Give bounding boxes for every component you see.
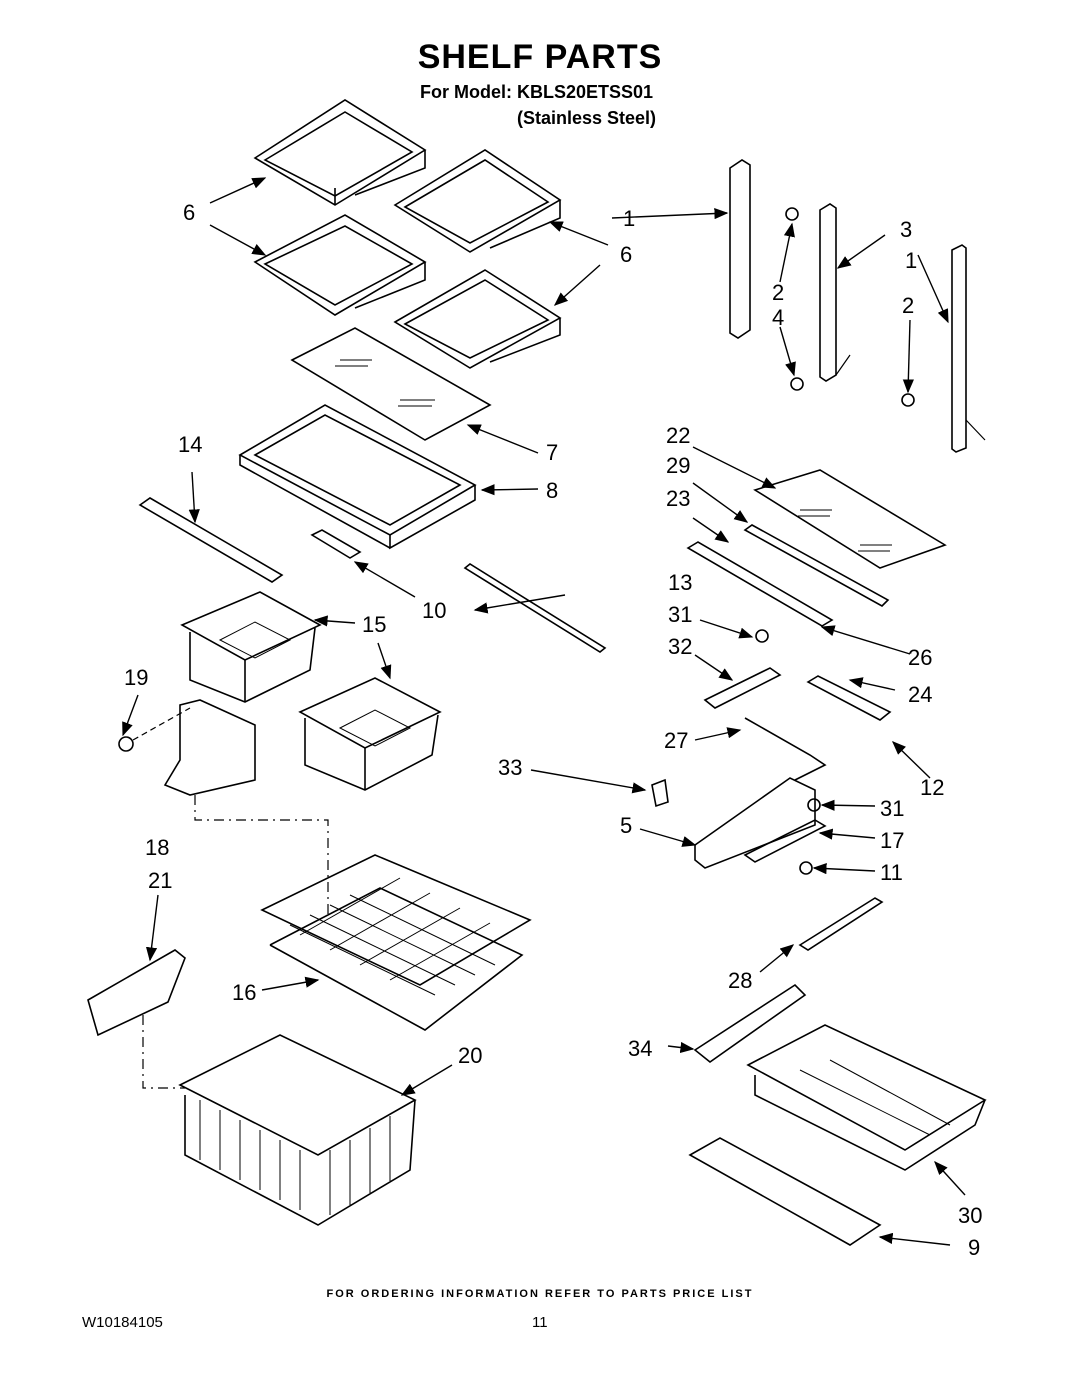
callout-label: 21 [148, 868, 172, 893]
divider-21 [87, 949, 186, 1037]
callout-label: 34 [628, 1036, 652, 1061]
leader-lines [122, 177, 966, 1246]
callout-label: 14 [178, 432, 202, 457]
clip-33 [651, 778, 669, 808]
rail-left [729, 159, 751, 339]
callout-label: 32 [668, 634, 692, 659]
glass-shelf-22 [753, 469, 947, 569]
callout-label: 9 [968, 1235, 980, 1260]
page-title: SHELF PARTS [417, 38, 663, 76]
page-number: 11 [532, 1314, 548, 1331]
callout-label: 8 [546, 478, 558, 503]
divider-rail [138, 497, 284, 583]
rod-28 [798, 897, 884, 951]
bin-end [163, 699, 256, 796]
finish-line: (Stainless Steel) [517, 108, 657, 128]
callout-label: 3 [900, 217, 912, 242]
callout-label: 5 [620, 813, 632, 838]
bracket-32 [703, 667, 782, 709]
callout-label: 16 [232, 980, 256, 1005]
housing-5 [694, 777, 816, 869]
shelf-top-left [253, 99, 427, 206]
callout-label: 10 [422, 598, 446, 623]
callout-label: 31 [668, 602, 692, 627]
callout-label: 31 [880, 796, 904, 821]
rod [463, 563, 607, 653]
ordering-note: FOR ORDERING INFORMATION REFER TO PARTS … [326, 1288, 754, 1300]
cover-9 [688, 1137, 882, 1246]
callout-label: 13 [668, 570, 692, 595]
bracket [310, 529, 362, 559]
callout-label: 6 [183, 200, 195, 225]
screw-19 [118, 736, 134, 752]
callout-label: 11 [880, 860, 903, 885]
deli-pan [746, 1024, 987, 1171]
callout-label: 23 [666, 486, 690, 511]
callout-labels: 6 6 1 3 1 2 4 2 6 14 7 22 8 29 23 10 13 … [124, 200, 982, 1260]
crisper-drawer-left [180, 591, 322, 703]
callout-label: 1 [905, 248, 917, 273]
callout-label: 2 [902, 293, 914, 318]
callout-label: 18 [145, 835, 169, 860]
rail-middle [819, 203, 837, 382]
callout-label: 22 [666, 423, 690, 448]
wire-basket-lower [178, 1034, 417, 1226]
callout-label: 27 [664, 728, 688, 753]
rail-right [951, 244, 967, 453]
slide-24 [806, 675, 892, 721]
callout-label: 12 [920, 775, 944, 800]
bar-34 [693, 983, 807, 1064]
callout-label: 19 [124, 665, 148, 690]
rod-27 [744, 717, 827, 781]
glass-shelf [290, 327, 492, 441]
trim-29 [743, 524, 890, 607]
callout-label: 15 [362, 612, 386, 637]
callout-label: 1 [623, 206, 635, 231]
callout-label: 7 [546, 440, 558, 465]
trim-23 [686, 541, 834, 627]
crisper-drawer-right [298, 677, 442, 791]
callout-label: 33 [498, 755, 522, 780]
model-line: For Model: KBLS20ETSS01 [420, 82, 654, 102]
callout-label: 20 [458, 1043, 482, 1068]
shelf-mid-left [253, 214, 427, 316]
callout-label: 6 [620, 242, 632, 267]
callout-label: 2 [772, 280, 784, 305]
callout-label: 17 [880, 828, 904, 853]
callout-label: 4 [772, 305, 784, 330]
crisper-cover-frame [238, 404, 477, 550]
callout-label: 24 [908, 682, 932, 707]
shelf-mid-right [393, 269, 562, 369]
wire-basket-upper [260, 854, 532, 1031]
part-drawings [87, 99, 987, 1246]
callout-label: 29 [666, 453, 690, 478]
callout-label: 30 [958, 1203, 982, 1228]
doc-number: W10184105 [82, 1314, 163, 1331]
shelf-top-right [393, 149, 562, 253]
rail-17 [743, 819, 827, 863]
callout-label: 26 [908, 645, 932, 670]
callout-label: 28 [728, 968, 752, 993]
